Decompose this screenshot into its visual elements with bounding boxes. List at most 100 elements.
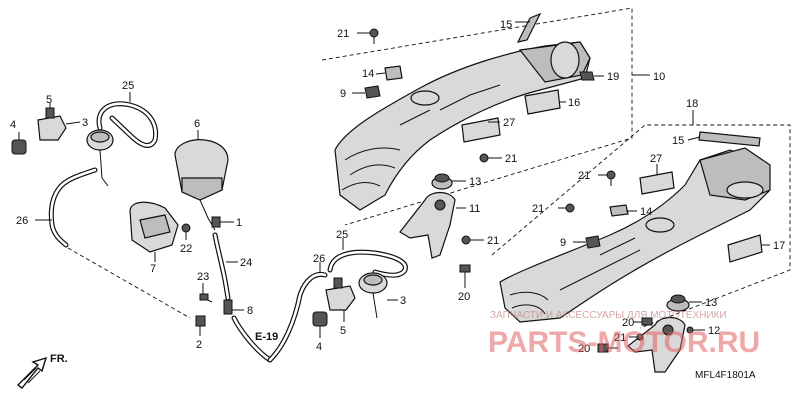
callout-13-lower: 13 — [705, 297, 717, 309]
callout-7: 7 — [150, 263, 156, 275]
callout-20-mid: 20 — [458, 291, 470, 303]
bracket-lower[interactable] — [627, 316, 686, 373]
callout-21-lower-b: 21 — [532, 203, 544, 215]
callout-17: 17 — [773, 240, 785, 252]
callout-13-upper: 13 — [469, 176, 481, 188]
grommet-13-upper[interactable] — [431, 173, 466, 190]
upper-duct-group-box — [321, 7, 650, 226]
clip-9-lower[interactable] — [573, 235, 601, 249]
callout-27-lower: 27 — [650, 153, 662, 165]
callout-26-upper: 26 — [16, 215, 28, 227]
screw-21-lower-a[interactable] — [598, 170, 616, 186]
pad-27-lower[interactable] — [639, 164, 675, 195]
bolt-12[interactable] — [686, 326, 705, 334]
callout-12: 12 — [708, 325, 720, 337]
callout-20-lower-b: 20 — [578, 343, 590, 355]
hose-26-upper[interactable] — [35, 167, 98, 248]
diagram-code: MFL4F1801A — [695, 370, 756, 381]
pad-14-upper[interactable] — [375, 65, 403, 81]
screw-21-mid[interactable] — [479, 153, 502, 163]
callout-21-mid: 21 — [505, 153, 517, 165]
fitting-8[interactable] — [223, 299, 244, 315]
bolt-20-lower-a[interactable] — [633, 317, 653, 326]
pad-17[interactable] — [727, 234, 770, 263]
callout-1: 1 — [236, 217, 242, 229]
callout-15-upper: 15 — [500, 19, 512, 31]
callout-22: 22 — [180, 243, 192, 255]
callout-5-upper: 5 — [46, 94, 52, 106]
callout-11: 11 — [469, 203, 480, 215]
callout-6: 6 — [194, 118, 200, 130]
callout-8: 8 — [247, 305, 253, 317]
leader-26-to-2 — [67, 247, 191, 319]
callout-4-lower: 4 — [316, 341, 322, 353]
screw-22[interactable] — [181, 223, 191, 240]
seal-strip-15-upper[interactable] — [515, 12, 542, 43]
valve-assembly-7[interactable] — [129, 201, 179, 262]
callout-20-lower-a: 20 — [622, 317, 634, 329]
canister-6[interactable] — [174, 130, 229, 231]
hose-25-lower[interactable] — [327, 238, 408, 278]
bracket-11[interactable] — [399, 191, 466, 259]
lower-air-duct[interactable] — [499, 147, 771, 323]
callout-10: 10 — [653, 71, 665, 83]
clip-19[interactable] — [579, 71, 604, 81]
clamp-2[interactable] — [195, 315, 206, 336]
reference-e19: E-19 — [255, 331, 278, 343]
screw-21-bracket[interactable] — [461, 235, 484, 245]
front-arrow-label: FR. — [50, 353, 68, 365]
bolt-20-mid[interactable] — [459, 264, 471, 288]
callout-21-bracket-lower: 21 — [614, 332, 626, 344]
tube-23[interactable] — [199, 283, 213, 303]
callout-27-upper: 27 — [503, 117, 515, 129]
watermark-tagline: ЗАПЧАСТИ И АКСЕССУАРЫ ДЛЯ МОТОТЕХНИКИ — [490, 310, 727, 321]
watermark-brand: PARTS-MOTOR.RU — [488, 326, 760, 359]
pad-14-lower[interactable] — [609, 204, 637, 217]
callout-25-upper: 25 — [122, 80, 134, 92]
valve-3-upper[interactable] — [86, 129, 114, 187]
callout-3-upper: 3 — [82, 117, 88, 129]
grommet-13-lower[interactable] — [666, 294, 702, 312]
cap-4-upper[interactable] — [11, 132, 27, 155]
pad-16[interactable] — [524, 89, 566, 115]
callout-2: 2 — [196, 339, 202, 351]
hose-24[interactable] — [212, 232, 238, 301]
callout-9-lower: 9 — [560, 237, 566, 249]
hose-25-upper[interactable] — [96, 92, 159, 148]
pad-27-upper[interactable] — [461, 117, 501, 143]
fitting-1[interactable] — [211, 216, 234, 228]
cap-4-lower[interactable] — [312, 311, 328, 338]
bolt-20-lower-b[interactable] — [597, 343, 618, 353]
callout-26-lower: 26 — [313, 253, 325, 265]
callout-21-bracket: 21 — [487, 235, 499, 247]
front-direction-arrow — [16, 356, 48, 389]
callout-21-lower-a: 21 — [578, 170, 590, 182]
callout-16: 16 — [568, 97, 580, 109]
screw-21-bracket-lower[interactable] — [629, 333, 644, 341]
callout-18: 18 — [686, 98, 698, 110]
callout-23: 23 — [197, 271, 209, 283]
callout-labels: 4 5 25 3 26 6 1 7 22 24 23 8 2 E-19 4 26… — [10, 19, 785, 381]
callout-14-upper: 14 — [362, 68, 374, 80]
callout-25-lower: 25 — [336, 229, 348, 241]
solenoid-5-upper[interactable] — [37, 102, 81, 141]
callout-14-lower: 14 — [640, 206, 652, 218]
hose-26-lower[interactable] — [267, 262, 328, 363]
upper-air-duct[interactable] — [334, 41, 591, 211]
watermark: ЗАПЧАСТИ И АКСЕССУАРЫ ДЛЯ МОТОТЕХНИКИ PA… — [488, 310, 760, 359]
seal-strip-15-lower[interactable] — [687, 131, 761, 147]
callout-4-upper: 4 — [10, 119, 16, 131]
lower-duct-group-box — [491, 110, 791, 329]
callout-5-lower: 5 — [340, 325, 346, 337]
callout-9-upper: 9 — [340, 88, 346, 100]
solenoid-5-lower[interactable] — [325, 277, 356, 322]
clip-9-upper[interactable] — [352, 85, 381, 99]
valve-3-lower[interactable] — [358, 272, 398, 319]
callout-24: 24 — [240, 257, 252, 269]
screw-21-top[interactable] — [357, 28, 379, 44]
screw-21-lower-b[interactable] — [558, 203, 575, 213]
callout-19: 19 — [607, 71, 619, 83]
callout-21-top: 21 — [337, 28, 349, 40]
